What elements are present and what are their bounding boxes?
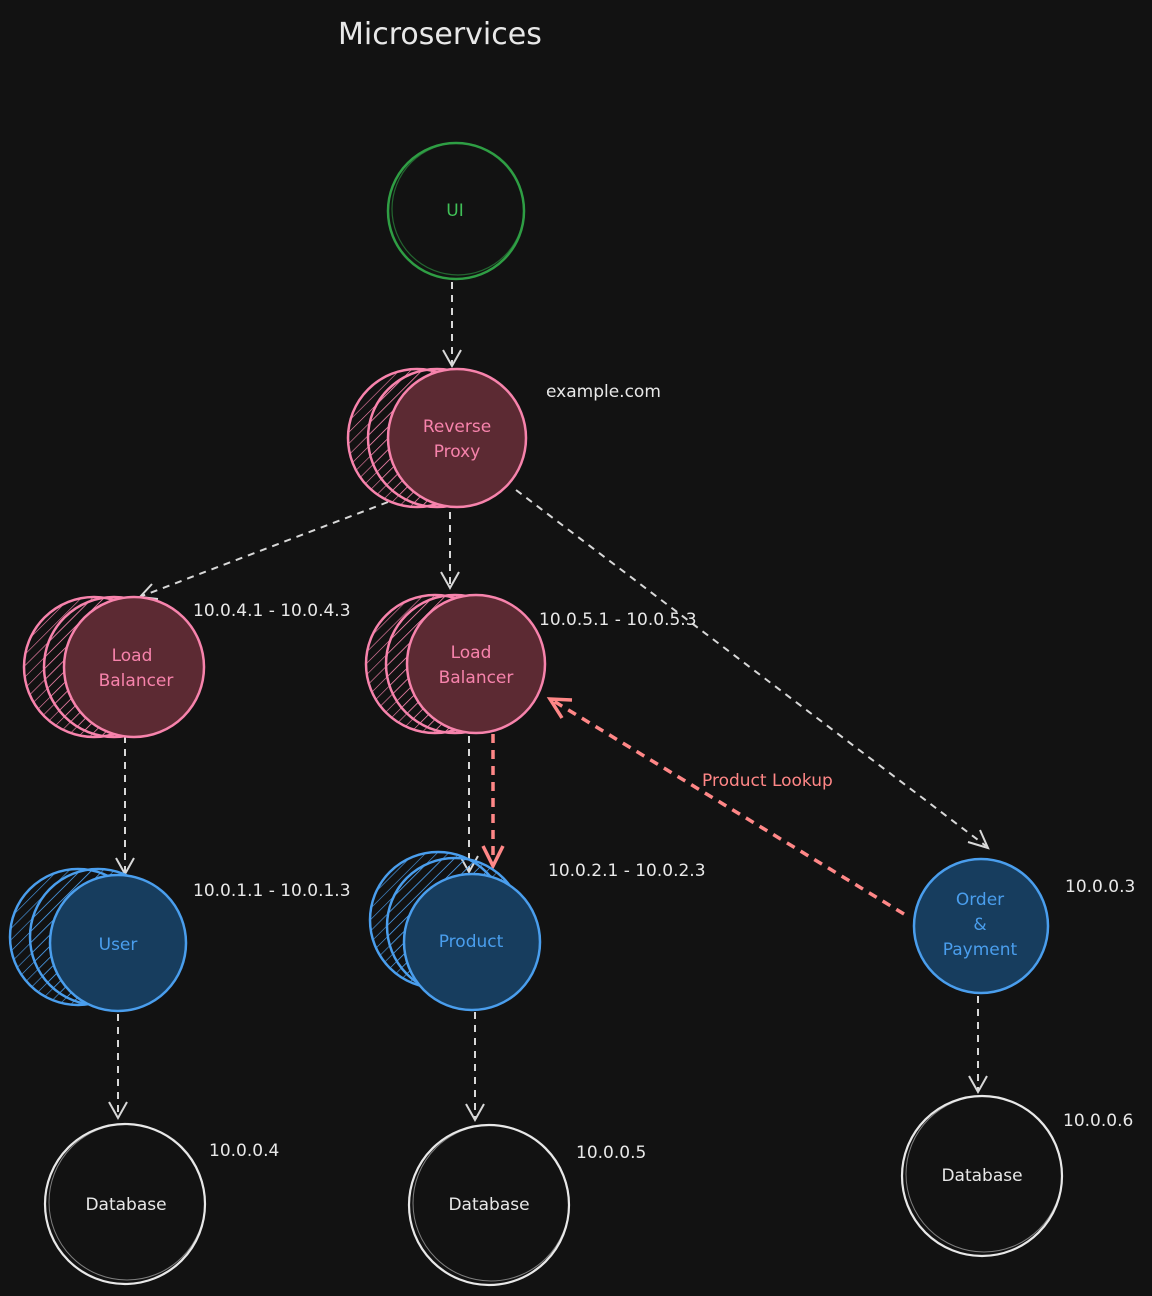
reverse-proxy-node[interactable]: Reverse Proxy [346, 367, 528, 509]
edge-proxy-to-lb-user [141, 501, 389, 597]
lb-product-front [405, 593, 547, 735]
arrowhead-lookup-to-lb-product [546, 697, 573, 719]
db-order-label: Database [941, 1166, 1022, 1186]
arrowhead-proxy-to-lb-product [440, 571, 460, 591]
edges: Product Lookup [108, 282, 990, 1123]
lb-user-label-line1: Load [112, 646, 153, 666]
edge-proxy-to-order [515, 489, 987, 847]
ui-circle-sketch [391, 142, 525, 276]
lb-user-front [62, 595, 206, 739]
db-product-label: Database [448, 1195, 529, 1215]
lb-product-label-line2: Balancer [439, 668, 514, 688]
db-order-address: 10.0.0.6 [1063, 1111, 1133, 1131]
edge-order-to-lb-product-lookup [551, 698, 905, 916]
ui-label: UI [446, 201, 463, 221]
db-order-circle-sketch [905, 1095, 1063, 1253]
lb-user-address: 10.0.4.1 - 10.0.4.3 [193, 601, 351, 621]
arrowhead-user-to-db [108, 1101, 128, 1121]
reverse-proxy-front [386, 367, 528, 509]
arrowhead-product-to-db [465, 1103, 485, 1123]
arrowhead-order-to-db [968, 1075, 988, 1095]
order-payment-circle [912, 857, 1050, 995]
product-label: Product [439, 932, 504, 952]
db-product-circle-sketch [412, 1124, 570, 1282]
arrowhead-ui-to-proxy [442, 349, 462, 369]
db-user-label: Database [85, 1195, 166, 1215]
order-payment-address: 10.0.0.3 [1065, 877, 1135, 897]
product-lookup-label: Product Lookup [702, 771, 833, 791]
reverse-proxy-label-line1: Reverse [423, 417, 491, 437]
db-user-circle-sketch [48, 1123, 206, 1281]
order-payment-label-line3: Payment [943, 940, 1018, 960]
lb-product-label-line1: Load [451, 643, 492, 663]
db-product-address: 10.0.0.5 [576, 1143, 646, 1163]
user-front [48, 873, 188, 1013]
order-payment-node[interactable]: Order & Payment [912, 857, 1050, 995]
db-product-node[interactable]: Database [407, 1123, 571, 1287]
ui-node[interactable]: UI [386, 141, 526, 281]
reverse-proxy-address: example.com [546, 382, 661, 402]
lb-user-node[interactable]: Load Balancer [22, 595, 206, 739]
db-user-node[interactable]: Database [43, 1122, 207, 1286]
order-payment-label-line1: Order [956, 890, 1004, 910]
product-front [402, 872, 542, 1012]
lb-product-node[interactable]: Load Balancer [364, 593, 547, 735]
lb-user-label-line2: Balancer [99, 671, 174, 691]
user-service-node[interactable]: User [8, 867, 188, 1013]
db-order-node[interactable]: Database [900, 1094, 1064, 1258]
product-service-node[interactable]: Product [368, 850, 542, 1012]
order-payment-label-line2: & [973, 915, 986, 935]
product-address: 10.0.2.1 - 10.0.2.3 [548, 861, 706, 881]
user-address: 10.0.1.1 - 10.0.1.3 [193, 881, 351, 901]
reverse-proxy-label-line2: Proxy [434, 442, 481, 462]
db-user-address: 10.0.0.4 [209, 1141, 279, 1161]
user-label: User [99, 935, 138, 955]
arrowhead-proxy-to-order [967, 829, 990, 850]
lb-product-address: 10.0.5.1 - 10.0.5.3 [539, 610, 697, 630]
diagram-title: Microservices [338, 17, 542, 52]
arrowhead-lookup-to-product [481, 845, 505, 870]
